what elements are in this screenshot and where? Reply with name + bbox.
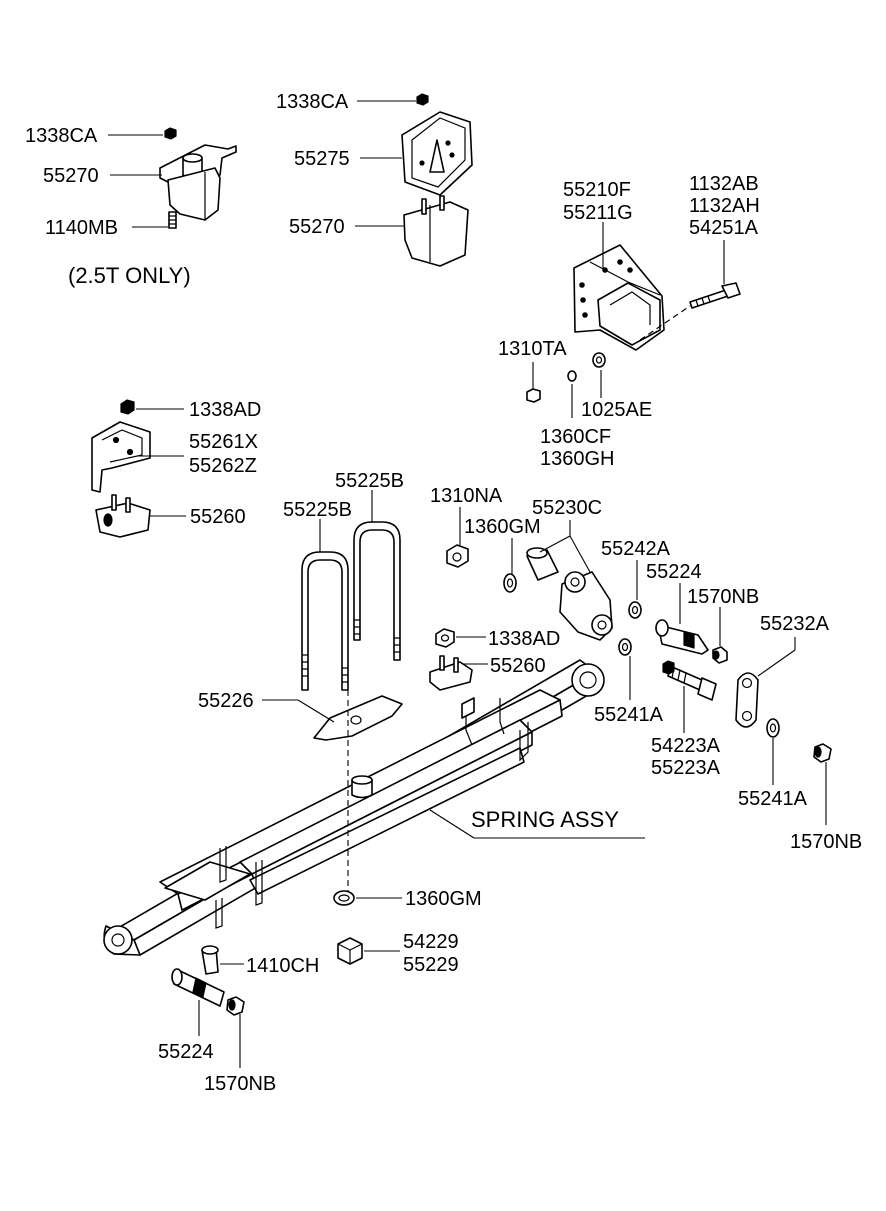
label-55230C: 55230C xyxy=(532,497,602,519)
label-55232A: 55232A xyxy=(760,613,830,635)
label-55260-b: 55260 xyxy=(490,655,546,677)
label-55270-b: 55270 xyxy=(289,216,345,238)
label-55275: 55275 xyxy=(294,148,350,170)
bumper-assembly-rear xyxy=(91,399,151,538)
label-1570NB-c: 1570NB xyxy=(204,1073,276,1095)
spring-bumper-small xyxy=(429,628,473,691)
label-spring-assy: SPRING ASSY xyxy=(471,807,619,832)
spring-lower-hardware xyxy=(171,890,363,1016)
shackle-assembly xyxy=(446,544,642,656)
label-1310TA: 1310TA xyxy=(498,338,567,360)
label-1132AH: 1132AH xyxy=(689,195,760,217)
label-1410CH: 1410CH xyxy=(246,955,319,977)
label-55229: 55229 xyxy=(403,954,459,976)
hanger-bracket-assembly xyxy=(526,244,741,403)
label-55225B-b: 55225B xyxy=(283,499,352,521)
label-1338CA-b: 1338CA xyxy=(276,91,349,113)
label-55270-a: 55270 xyxy=(43,165,99,187)
label-1360GH: 1360GH xyxy=(540,448,615,470)
label-1338AD-a: 1338AD xyxy=(189,399,261,421)
label-55241A-a: 55241A xyxy=(594,704,664,726)
label-55224-b: 55224 xyxy=(158,1041,214,1063)
bumper-assembly-center xyxy=(401,93,473,267)
u-bolt-plate xyxy=(313,695,403,741)
label-55262Z: 55262Z xyxy=(189,455,257,477)
label-1570NB-a: 1570NB xyxy=(687,586,759,608)
label-55223A: 55223A xyxy=(651,757,721,779)
label-55226: 55226 xyxy=(198,690,254,712)
label-1360CF: 1360CF xyxy=(540,426,611,448)
label-1338CA-a: 1338CA xyxy=(25,125,98,147)
label-55211G: 55211G xyxy=(563,202,633,224)
label-1360GM-b: 1360GM xyxy=(405,888,482,910)
label-1132AB: 1132AB xyxy=(689,173,759,195)
label-1025AE: 1025AE xyxy=(581,399,652,421)
label-1360GM-a: 1360GM xyxy=(464,516,541,538)
label-55261X: 55261X xyxy=(189,431,258,453)
label-55225B-a: 55225B xyxy=(335,470,404,492)
label-55210F: 55210F xyxy=(563,179,631,201)
label-1338AD-b: 1338AD xyxy=(488,628,560,650)
label-55242A: 55242A xyxy=(601,538,671,560)
label-1570NB-b: 1570NB xyxy=(790,831,862,853)
label-54251A: 54251A xyxy=(689,217,759,239)
label-1140MB: 1140MB xyxy=(45,217,118,239)
label-55241A-b: 55241A xyxy=(738,788,808,810)
u-bolts xyxy=(301,521,401,691)
label-55260-a: 55260 xyxy=(190,506,246,528)
label-54223A: 54223A xyxy=(651,735,721,757)
leaf-spring-assembly xyxy=(103,659,605,956)
note-2-5t-only: (2.5T ONLY) xyxy=(68,263,191,288)
shackle-pin-assembly xyxy=(655,619,832,763)
label-55224-a: 55224 xyxy=(646,561,702,583)
label-54229: 54229 xyxy=(403,931,459,953)
label-1310NA: 1310NA xyxy=(430,485,503,507)
bumper-assembly-left xyxy=(159,127,237,229)
